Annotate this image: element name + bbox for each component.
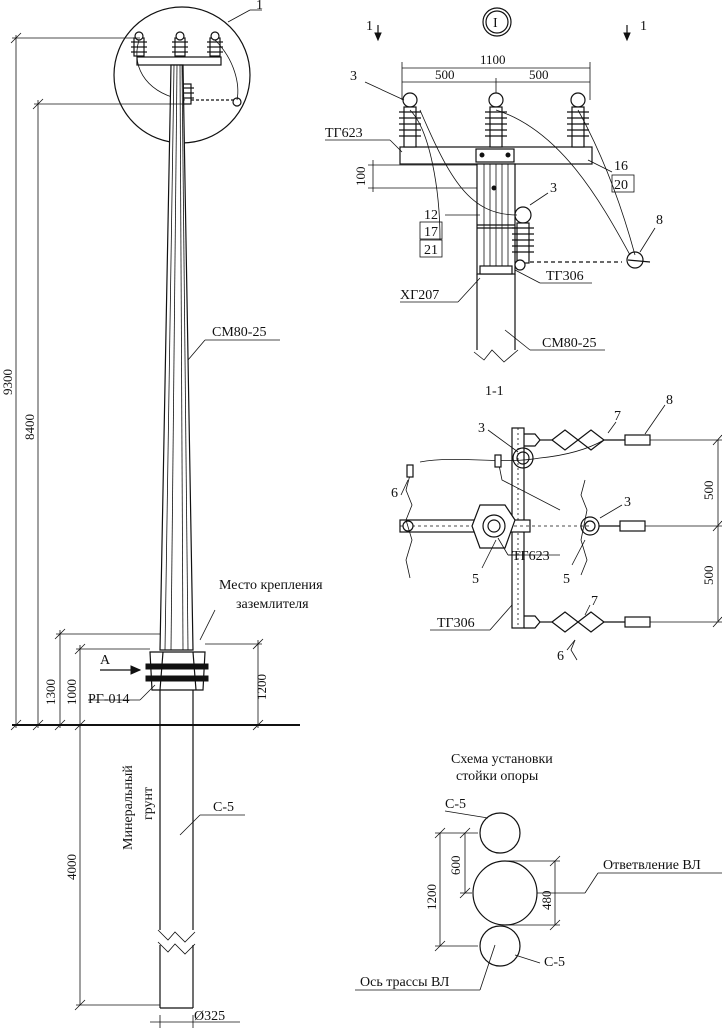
branch-label: Ответвление ВЛ <box>603 858 701 873</box>
pos-7-bottom: 7 <box>591 594 598 609</box>
rg-label: РГ-014 <box>88 692 130 707</box>
arrow-a-label: А <box>100 653 111 668</box>
pos-6-bottom: 6 <box>557 649 564 664</box>
insulator-icon <box>172 31 188 57</box>
dim-1200-main: 1200 <box>254 674 269 700</box>
dim-4000: 4000 <box>64 854 79 880</box>
grounding-note-line1: Место крепления <box>219 578 323 593</box>
view-circle-label: I <box>493 16 498 31</box>
insulator-string-top <box>419 429 722 469</box>
pole-top-label: СМ80-25 <box>212 325 266 340</box>
insulator-icon <box>131 31 147 57</box>
diameter-label: Ø325 <box>194 1009 225 1024</box>
branch-insulator-icon <box>136 39 242 107</box>
main-elevation: 1 <box>0 0 323 1028</box>
section-mark-right: 1 <box>640 19 647 34</box>
pole-bottom-section <box>157 690 196 1009</box>
pole-circle-middle <box>472 860 538 926</box>
section-1-1-view: 1-1 <box>391 384 722 664</box>
insulator-middle <box>580 516 722 536</box>
tg623-label: ТГ623 <box>325 126 363 141</box>
dim-8400: 8400 <box>22 414 37 440</box>
dim-500-section-bottom: 500 <box>701 566 716 586</box>
pos-3-top: 3 <box>350 69 357 84</box>
detail-insulator-icon <box>399 92 421 148</box>
dim-1200-scheme: 1200 <box>424 884 439 910</box>
dim-600: 600 <box>448 856 463 876</box>
dim-1300: 1300 <box>43 679 58 705</box>
dim-9300: 9300 <box>0 369 15 395</box>
soil-label-line2: грунт <box>141 787 156 820</box>
dim-1000: 1000 <box>64 679 79 705</box>
scheme-title-line1: Схема установки <box>451 752 553 767</box>
insulator-icon <box>207 31 223 57</box>
pos-16: 16 <box>614 159 628 174</box>
pos-8-section: 8 <box>666 393 673 408</box>
dim-500-right: 500 <box>529 67 549 82</box>
pole-circle-bottom <box>479 925 521 967</box>
soil-label-line1: Минеральный <box>121 765 136 850</box>
pos-3-section-top: 3 <box>478 421 485 436</box>
pos-6-left: 6 <box>391 486 398 501</box>
vertical-dimensions: 9300 8400 1300 1000 1200 4000 <box>0 32 269 1011</box>
axis-label: Ось трассы ВЛ <box>360 975 450 990</box>
tg306-section-label: ТГ306 <box>437 616 475 631</box>
insulator-string-bottom <box>524 611 722 633</box>
scheme-title-line2: стойки опоры <box>456 769 539 784</box>
pos-3-right: 3 <box>550 181 557 196</box>
detail-insulator-icon <box>485 92 507 148</box>
pos-21: 21 <box>424 243 438 258</box>
scheme-c5-top-label: С-5 <box>445 797 466 812</box>
scheme-c5-bottom-label: С-5 <box>544 955 565 970</box>
tg306-label: ТГ306 <box>546 269 584 284</box>
pos-12: 12 <box>424 208 438 223</box>
pos-5-left: 5 <box>472 572 479 587</box>
pos-17: 17 <box>424 225 438 240</box>
detail-i-view: 1 I 1 1100 500 500 <box>325 7 663 363</box>
installation-scheme: Схема установки стойки опоры С-5 С-5 120… <box>355 752 722 991</box>
pos-20: 20 <box>614 178 628 193</box>
crossarm <box>136 56 222 66</box>
xg207-label: ХГ207 <box>400 288 439 303</box>
detail-ref-label: 1 <box>256 0 263 13</box>
pos-5-right: 5 <box>563 572 570 587</box>
pole-circle-top <box>479 812 521 854</box>
pos-8-top: 8 <box>656 213 663 228</box>
dim-500-section-top: 500 <box>701 481 716 501</box>
pole-top-section <box>159 64 194 651</box>
pole-bottom-label: С-5 <box>213 800 234 815</box>
pos-7-top: 7 <box>614 409 621 424</box>
detail-branch-insulator <box>512 206 651 271</box>
dim-100: 100 <box>353 167 368 187</box>
pole-top-detail-label: СМ80-25 <box>542 336 596 351</box>
section-mark-left: 1 <box>366 19 373 34</box>
tg623-section-label: ТГ623 <box>512 549 550 564</box>
dim-480: 480 <box>539 891 554 911</box>
dim-1100: 1100 <box>480 52 506 67</box>
pos-3-section-right: 3 <box>624 495 631 510</box>
detail-insulator-icon <box>567 92 589 148</box>
dim-500-left: 500 <box>435 67 455 82</box>
section-title: 1-1 <box>485 384 504 399</box>
clamp-block <box>145 651 209 691</box>
grounding-note-line2: заземлителя <box>236 597 309 612</box>
detail-pole-shaft <box>473 163 519 363</box>
